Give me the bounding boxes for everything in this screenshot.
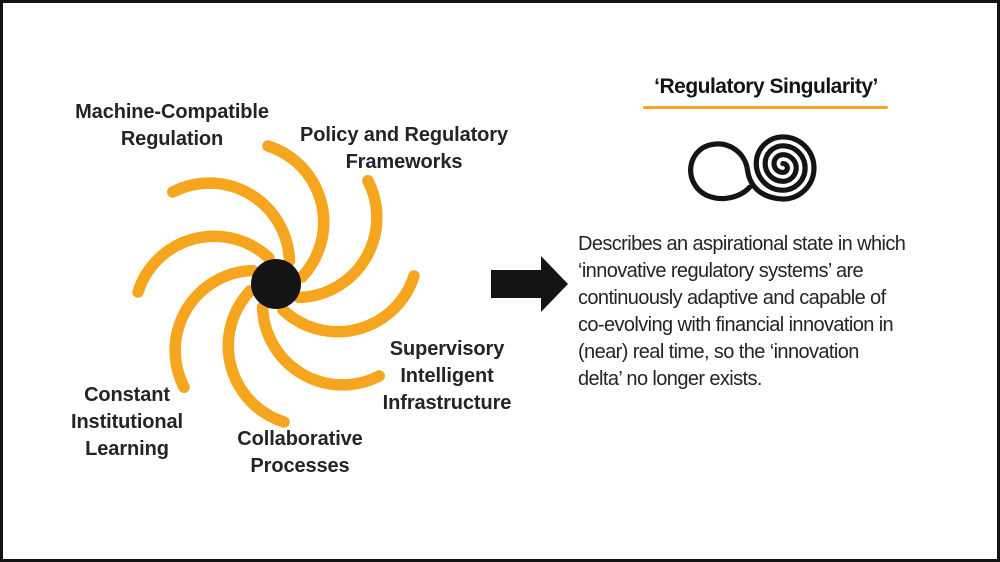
swirl-arm xyxy=(167,177,296,267)
spoke-label-policy-regulatory-frameworks: Policy and Regulatory Frameworks xyxy=(300,124,508,173)
panel-title-regulatory-singularity: ‘Regulatory Singularity’ xyxy=(654,75,878,98)
definition-description: Describes an aspirational state in which… xyxy=(578,233,906,390)
infinity-spiral-icon xyxy=(688,134,817,202)
swirl-arm xyxy=(256,301,385,391)
pinwheel-swirl-icon xyxy=(132,140,420,428)
spoke-label-machine-compatible-regulation: Machine-Compatible Regulation xyxy=(75,101,269,150)
spoke-label-supervisory-intelligent-infrastructure: Supervisory Intelligent Infrastructure xyxy=(382,338,512,414)
spoke-label-collaborative-processes: Collaborative Processes xyxy=(237,428,363,477)
swirl-hub-dot xyxy=(251,259,301,309)
swirl-arm xyxy=(277,270,420,338)
title-underline-accent xyxy=(643,106,888,109)
swirl-arm xyxy=(293,175,383,304)
swirl-arm xyxy=(222,285,290,428)
swirl-arm xyxy=(132,230,275,298)
right-arrow-icon xyxy=(491,256,568,312)
swirl-arm xyxy=(262,140,330,283)
spoke-label-constant-institutional-learning: Constant Institutional Learning xyxy=(70,384,184,460)
swirl-arm xyxy=(169,264,259,393)
